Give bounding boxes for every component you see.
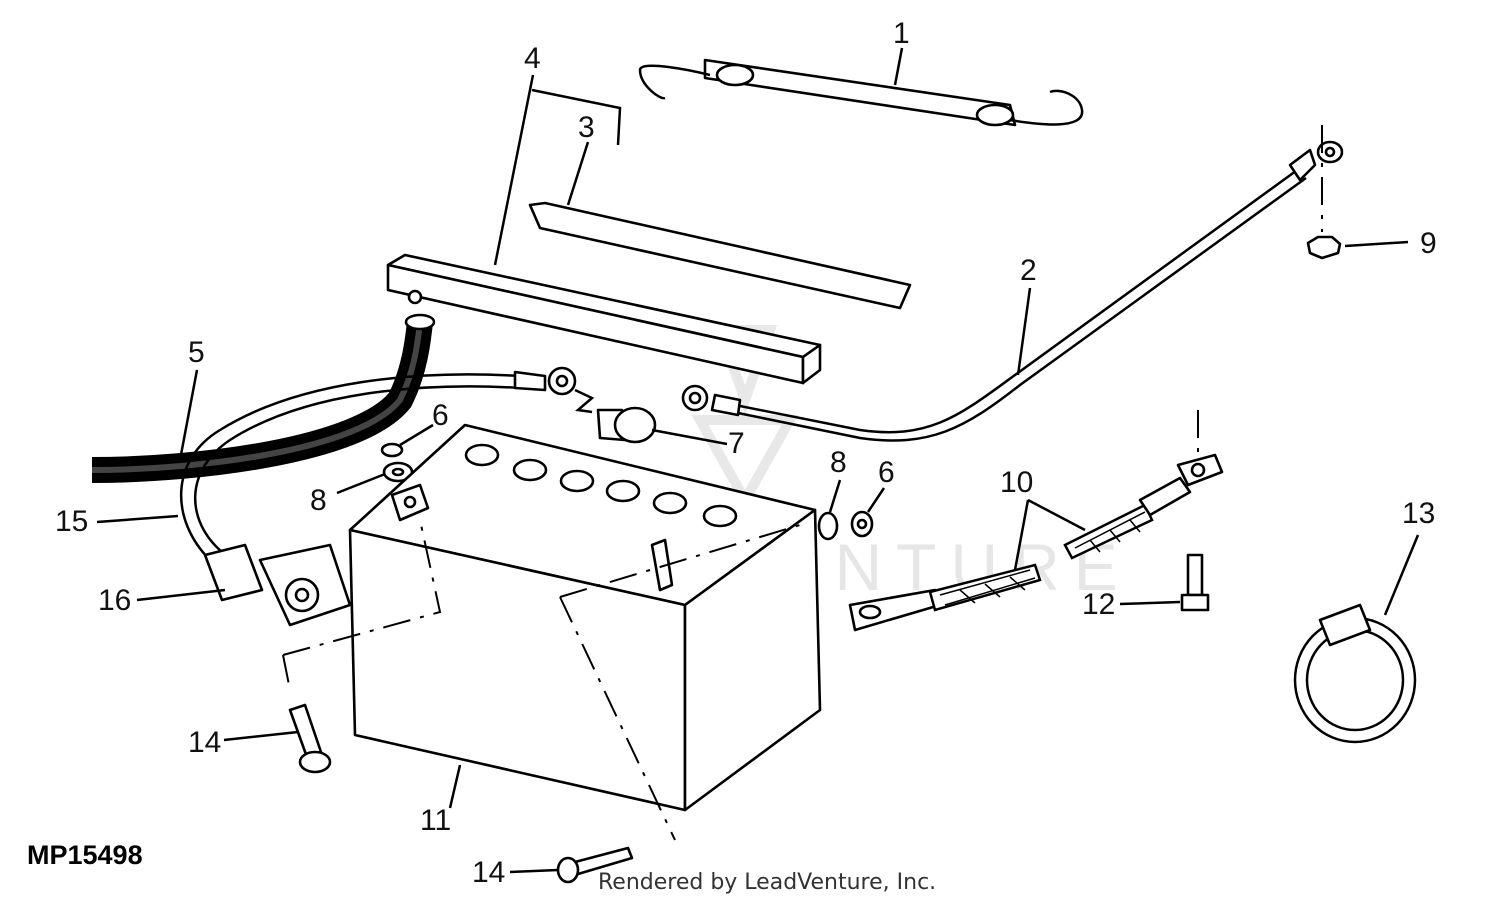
ground-strap [848,410,1224,632]
callout-6-left: 6 [432,399,449,432]
callout-13: 13 [1402,497,1435,530]
hold-down-strap [638,58,1084,127]
callout-14-left: 14 [188,726,221,759]
callout-9: 9 [1420,227,1437,260]
positive-cable [681,140,1344,442]
nut [1306,235,1342,260]
callout-2: 2 [1020,254,1037,287]
callout-8-left: 8 [310,484,327,517]
callout-6-right: 6 [878,456,895,489]
fitting [574,388,657,444]
screw-left [288,703,332,774]
battery [282,423,822,841]
callout-1: 1 [893,17,910,50]
hold-down-bar [386,253,822,385]
callout-15: 15 [55,505,88,538]
vent-hose [91,313,436,483]
figure-code: MP15498 [27,840,143,870]
callout-8-right: 8 [830,446,847,479]
switch-assembly [203,543,352,627]
callout-11: 11 [420,804,451,837]
callout-10: 10 [1000,466,1033,499]
leader-lines [96,47,1420,874]
screw-bottom [556,846,634,884]
negative-cable [180,366,577,561]
battery-pad [528,201,912,310]
bolt [1180,553,1210,612]
washer-right [817,510,874,541]
callout-5: 5 [188,336,205,369]
washer-left [380,442,414,483]
callout-4: 4 [524,42,541,75]
callout-16: 16 [98,584,131,617]
callout-7: 7 [728,427,745,460]
credit-text: Rendered by LeadVenture, Inc. [598,870,936,895]
callout-12: 12 [1082,588,1115,621]
hose-clamp [1293,603,1417,744]
callout-3: 3 [578,111,595,144]
callout-14-bottom: 14 [472,856,505,889]
